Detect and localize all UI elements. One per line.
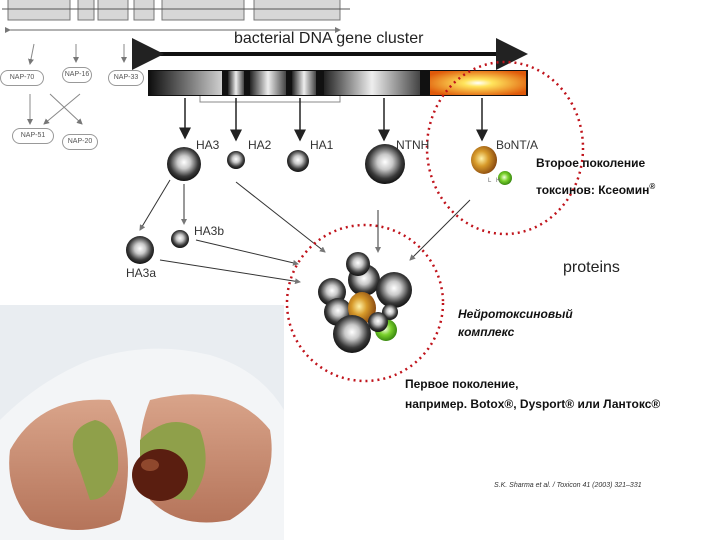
bont-label: BoNT/A	[496, 138, 539, 152]
ha3-label: HA3	[196, 138, 220, 152]
nap-20-label: NAP-20	[62, 134, 98, 150]
second-generation-line1: Второе поколение	[536, 156, 646, 170]
ntnh-sphere	[365, 144, 405, 184]
second-generation-line2: токсинов: Ксеомин®	[536, 182, 656, 197]
complex-label-line2: комплекс	[458, 325, 515, 339]
ha2-label: HA2	[248, 138, 272, 152]
first-generation-line2: например. Botox®, Dysport® или Лантокс®	[405, 397, 661, 411]
hands-photo	[0, 305, 284, 540]
nap-70-label: NAP-70	[0, 70, 44, 86]
light-chain-mark: L	[488, 178, 492, 184]
citation: S.K. Sharma et al. / Toxicon 41 (2003) 3…	[494, 482, 642, 489]
proteins-label: proteins	[563, 259, 620, 276]
gene-cluster-label: bacterial DNA gene cluster	[234, 30, 424, 47]
ha1-sphere	[287, 150, 309, 172]
bont-green-sphere	[498, 171, 512, 185]
ha3-sphere	[167, 147, 201, 181]
complex-label-line1: Нейротоксиновый	[458, 307, 573, 321]
nap-33-label: NAP-33	[108, 70, 144, 86]
first-generation-line1: Первое поколение,	[405, 377, 519, 391]
nap-51-label: NAP-51	[12, 128, 54, 144]
gene-arrows	[179, 98, 488, 142]
top-gene-boxes	[2, 0, 350, 33]
ha3b-sphere	[171, 230, 189, 248]
ha3a-label: HA3a	[126, 266, 157, 280]
complex-cluster	[318, 252, 412, 353]
complex-circle	[285, 223, 445, 383]
nap-16-label: NAP-16	[62, 67, 92, 83]
nap-arrows	[27, 43, 127, 125]
ha3b-label: HA3b	[194, 224, 225, 238]
gene-cluster-bar	[148, 70, 528, 103]
ha1-label: HA1	[310, 138, 334, 152]
bont-sphere	[471, 146, 497, 174]
secondary-arrows	[139, 179, 471, 285]
protein-spheres	[126, 144, 512, 264]
heavy-chain-mark: H	[496, 178, 501, 184]
ha2-sphere	[227, 151, 245, 169]
ha3a-sphere	[126, 236, 154, 264]
ntnh-label: NTNH	[396, 138, 430, 152]
second-generation-circle	[425, 60, 585, 236]
